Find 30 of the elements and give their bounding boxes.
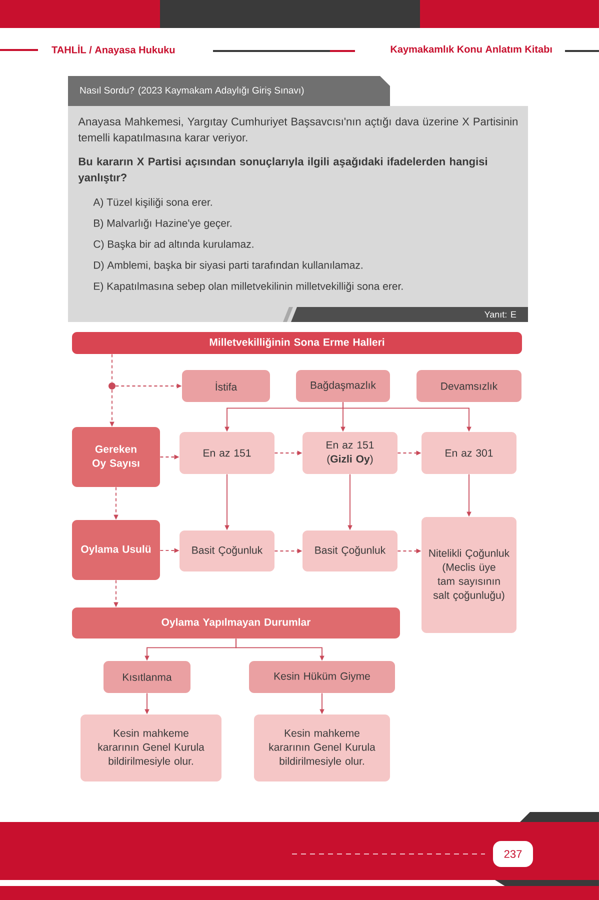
question-tab: Nasıl Sordu? (2023 Kaymakam Adaylığı Giriş Sınavı)	[68, 76, 390, 106]
option-text: E) Kapatılmasına sebep olan milletvekilinin milletvekilliği sona erer.	[94, 282, 403, 292]
title-bar: Milletvekilliğinin Sona Erme Halleri	[72, 332, 522, 354]
page-number: 237	[493, 841, 533, 867]
header-title: Kaymakamlık Konu Anlatım Kitabı	[390, 45, 552, 55]
info-box: Kesin mahkeme kararının Genel Kurula bildirilmesiyle olur.	[254, 714, 390, 782]
question-text: Anayasa Mahkemesi, Yargıtay Cumhuriyet Başsavcısı'nın açtığı dava üzerine X Partisinin temelli kapatılmasına karar veriyor.	[78, 117, 518, 144]
option-text: D) Amblemi, başka bir siyasi parti tarafından kullanılamaz.	[94, 261, 362, 271]
category-box: Bağdaşmazlık	[296, 370, 390, 402]
info-box: Nitelikli Çoğunluk (Meclis üye tam sayısının salt çoğunluğu)	[422, 517, 516, 633]
info-box: Basit Çoğunluk	[180, 530, 274, 572]
info-box: En az 151 (Gizli Oy)	[302, 432, 398, 474]
answer-bar: Yanıt: E	[283, 307, 528, 322]
option-text: C) Başka bir ad altında kurulamaz.	[94, 240, 254, 250]
heading-box: Gereken Oy Sayısı	[72, 427, 160, 487]
category-box: Kesin Hüküm Giyme	[249, 661, 395, 693]
info-box: En az 151	[180, 432, 274, 474]
info-box: Kesin mahkeme kararının Genel Kurula bildirilmesiyle olur.	[80, 714, 222, 782]
header-title: TAHLİL / Anayasa Hukuku	[52, 44, 175, 56]
question-text: Bu kararın X Partisi açısından sonuçlarıyla ilgili aşağıdaki ifadelerden hangisi yanlıştır?	[78, 157, 487, 184]
category-box: İstifa	[182, 370, 270, 402]
info-box: Basit Çoğunluk	[302, 530, 398, 572]
info-box: En az 301	[422, 432, 516, 474]
heading-box: Oylama Usulü	[72, 520, 160, 580]
category-box: Kısıtlanma	[104, 661, 190, 693]
section-bar: Oylama Yapılmayan Durumlar	[72, 608, 400, 638]
option-text: A) Tüzel kişiliği sona erer.	[93, 198, 212, 208]
option-text: B) Malvarlığı Hazine'ye geçer.	[94, 219, 232, 229]
junction-dot	[108, 382, 116, 390]
category-box: Devamsızlık	[416, 370, 522, 402]
